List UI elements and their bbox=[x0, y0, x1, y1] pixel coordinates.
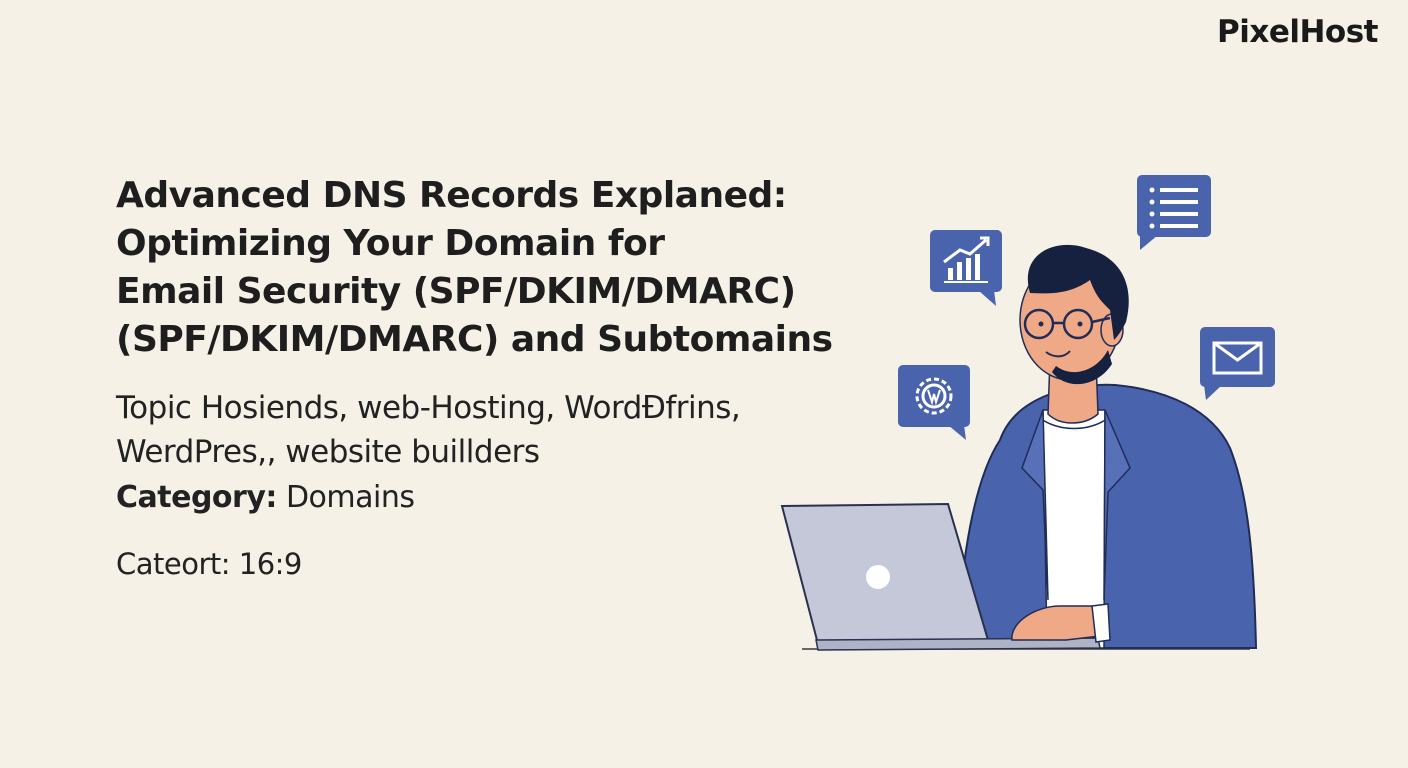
list-icon bbox=[1137, 175, 1211, 250]
category-label: Category: bbox=[116, 480, 277, 515]
article-text: Advanced DNS Records Explaned: Optimizin… bbox=[116, 172, 876, 584]
laptop bbox=[780, 502, 1101, 651]
title-line-2: Optimizing Your Domain for bbox=[116, 223, 665, 264]
title-line-4: (SPF/DKIM/DMARC) and Subtomains bbox=[116, 319, 833, 360]
title-line-3: Email Security (SPF/DKIM/DMARC) bbox=[116, 271, 796, 312]
topic-text: Topic Hosiends, web-Hosting, WordÐfrins,… bbox=[116, 386, 876, 474]
person-at-laptop-illustration bbox=[780, 175, 1275, 651]
article-title: Advanced DNS Records Explaned: Optimizin… bbox=[116, 172, 876, 364]
gear-icon bbox=[898, 365, 970, 440]
topic-line-2: WerdPres,, website buillders bbox=[116, 434, 540, 470]
email-icon bbox=[1200, 327, 1275, 400]
title-line-1: Advanced DNS Records Explaned: bbox=[116, 175, 787, 216]
shirt-cuff bbox=[1091, 603, 1111, 643]
person bbox=[956, 244, 1258, 649]
category-row: Category: Domains bbox=[116, 478, 876, 518]
brand-logo[interactable]: PixelHost bbox=[1216, 14, 1379, 50]
category-value: Domains bbox=[285, 480, 415, 515]
aspect-ratio-text: Cateort: 16:9 bbox=[116, 547, 302, 581]
chart-icon bbox=[930, 230, 1002, 306]
topic-line-1: Topic Hosiends, web-Hosting, WordÐfrins, bbox=[116, 390, 741, 426]
